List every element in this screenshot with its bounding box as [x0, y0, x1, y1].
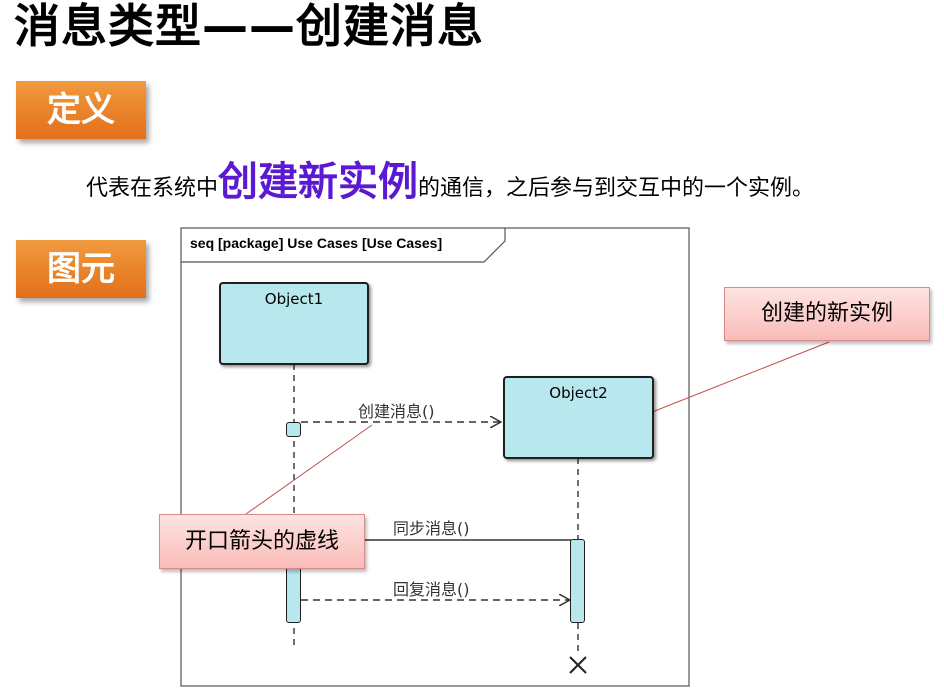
note-open-arrow-dashed: 开口箭头的虚线 [159, 514, 365, 569]
activation-object1 [286, 560, 301, 623]
frame-label-tab [181, 228, 506, 263]
note-new-instance: 创建的新实例 [724, 287, 930, 341]
object2-label: Object2 [549, 384, 608, 402]
destroy-mark-b [569, 656, 587, 674]
definition-highlight: 创建新实例 [218, 159, 419, 205]
section-tag-diagram: 图元 [16, 240, 146, 298]
sync-message-label: 同步消息() [393, 519, 470, 538]
object2-box: Object2 [503, 376, 654, 459]
note-connector-new-instance [631, 341, 830, 421]
create-message-label: 创建消息() [358, 402, 435, 421]
frame-label: seq [package] Use Cases [Use Cases] [190, 235, 443, 251]
object1-box: Object1 [219, 282, 369, 365]
section-tag-definition: 定义 [16, 81, 146, 139]
page-title: 消息类型——创建消息 [14, 0, 484, 53]
reply-message-label: 回复消息() [393, 580, 470, 599]
activation-create [286, 422, 301, 437]
definition-prefix: 代表在系统中 [86, 176, 219, 201]
note-connector-open-arrow [245, 424, 373, 515]
activation-object2 [570, 539, 585, 623]
definition-suffix: 的通信，之后参与到交互中的一个实例。 [418, 176, 815, 201]
definition-text: 代表在系统中创建新实例的通信，之后参与到交互中的一个实例。 [86, 150, 814, 221]
object1-label: Object1 [264, 290, 324, 308]
